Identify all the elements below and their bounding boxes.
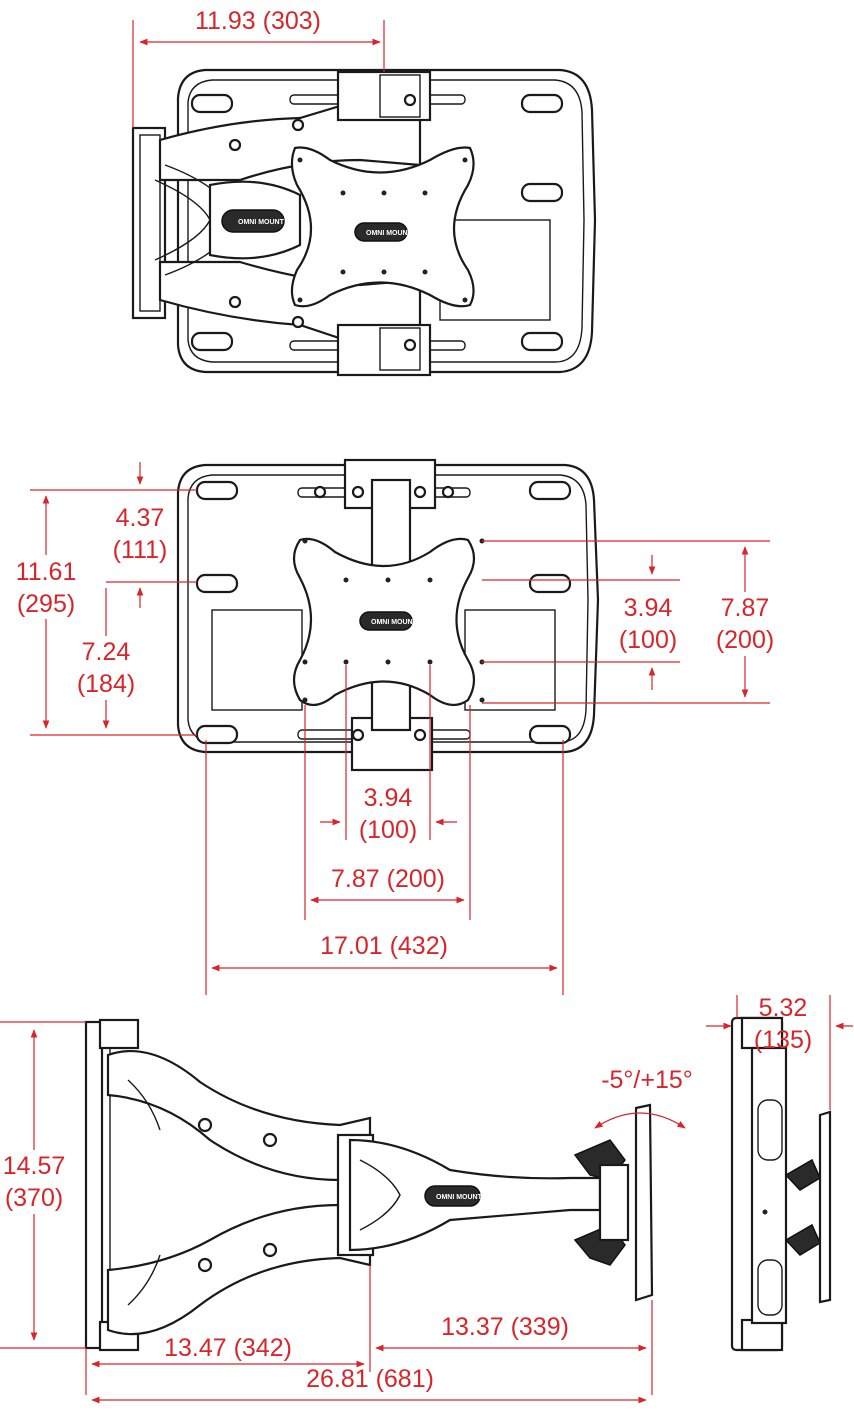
vesa-small-h-in: 3.94 — [364, 784, 413, 812]
top-hole-offset-mm: (111) — [113, 536, 168, 564]
height-mm: (370) — [5, 1184, 63, 1212]
vesa-small-v-mm: (100) — [619, 626, 677, 654]
arm-offset-label: 11.93 (303) — [195, 7, 321, 35]
top-logo-text: OMNI MOUNT — [238, 219, 285, 226]
top-plate-logo-text: OMNI MOUNT — [366, 230, 413, 237]
depth-mm: (135) — [754, 1026, 812, 1054]
vesa-large-h-label: 7.87 (200) — [331, 865, 445, 893]
end-view: 5.32 (135) — [706, 994, 853, 1352]
front-plate-logo-text: OMNI MOUNT — [371, 619, 418, 626]
lower-hole-offset-in: 7.24 — [82, 638, 131, 666]
lower-hole-offset-mm: (184) — [77, 670, 135, 698]
vesa-large-v-mm: (200) — [716, 626, 774, 654]
front-slot-icons — [195, 480, 572, 745]
depth-in: 5.32 — [759, 994, 808, 1022]
side-view: OMNI MOUNT -5°/+15° 14.57 (370) 13.47 (3… — [0, 1018, 693, 1404]
wall-hole-height-mm: (295) — [17, 590, 75, 618]
side-logo-text: OMNI MOUNT — [436, 1194, 483, 1201]
vesa-small-h-mm: (100) — [359, 816, 417, 844]
max-extension-label: 26.81 (681) — [306, 1365, 434, 1393]
outer-arm-label: 13.37 (339) — [441, 1313, 569, 1341]
vesa-large-v-in: 7.87 — [721, 594, 770, 622]
top-hole-offset-in: 4.37 — [116, 504, 165, 532]
front-view: OMNI MOUNT 4.37 (111) 11.61 (295) 7.24 (… — [10, 458, 788, 995]
vesa-small-v-in: 3.94 — [624, 594, 673, 622]
wall-hole-height-in: 11.61 — [16, 558, 77, 586]
height-in: 14.57 — [3, 1152, 66, 1180]
top-view: OMNI MOUNT OMNI MOUNT 11.93 (303) — [131, 7, 597, 377]
inner-arm-label: 13.47 (342) — [164, 1334, 292, 1362]
wall-hole-width-label: 17.01 (432) — [320, 932, 448, 960]
tilt-label: -5°/+15° — [601, 1066, 693, 1094]
